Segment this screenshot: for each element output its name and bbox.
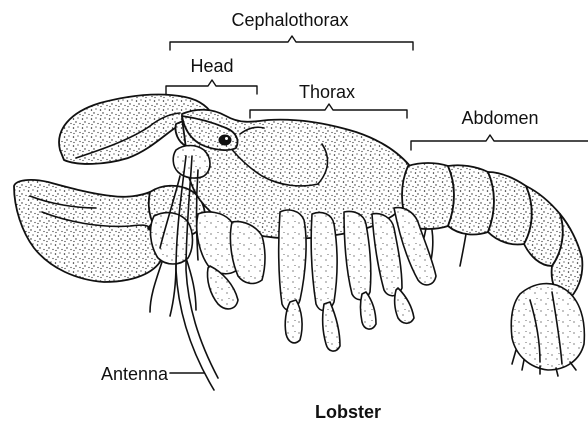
antenna-label: Antenna xyxy=(101,364,169,384)
tail-fan xyxy=(511,284,584,370)
abdomen-seg-2 xyxy=(448,165,494,234)
cephalothorax-bracket xyxy=(170,36,413,50)
abdomen-label-group: Abdomen xyxy=(411,108,588,150)
thorax-label-group: Thorax xyxy=(250,82,407,118)
thorax-bracket xyxy=(250,104,407,118)
head-bracket xyxy=(166,80,257,94)
eye xyxy=(219,135,231,145)
cephalothorax-label: Cephalothorax xyxy=(231,10,348,30)
diagram-title: Lobster xyxy=(315,402,381,422)
lobster-illustration xyxy=(14,95,584,390)
walking-legs xyxy=(197,208,436,351)
head-label: Head xyxy=(190,56,233,76)
abdomen-bracket xyxy=(411,135,588,150)
abdomen-label: Abdomen xyxy=(461,108,538,128)
abdomen-seg-4 xyxy=(524,186,563,266)
abdomen-seg-3 xyxy=(488,172,532,245)
cephalothorax-label-group: Cephalothorax xyxy=(170,10,413,50)
head-label-group: Head xyxy=(166,56,257,94)
swimmeret-2 xyxy=(460,234,466,266)
lower-claw xyxy=(14,180,161,282)
thorax-label: Thorax xyxy=(299,82,355,102)
